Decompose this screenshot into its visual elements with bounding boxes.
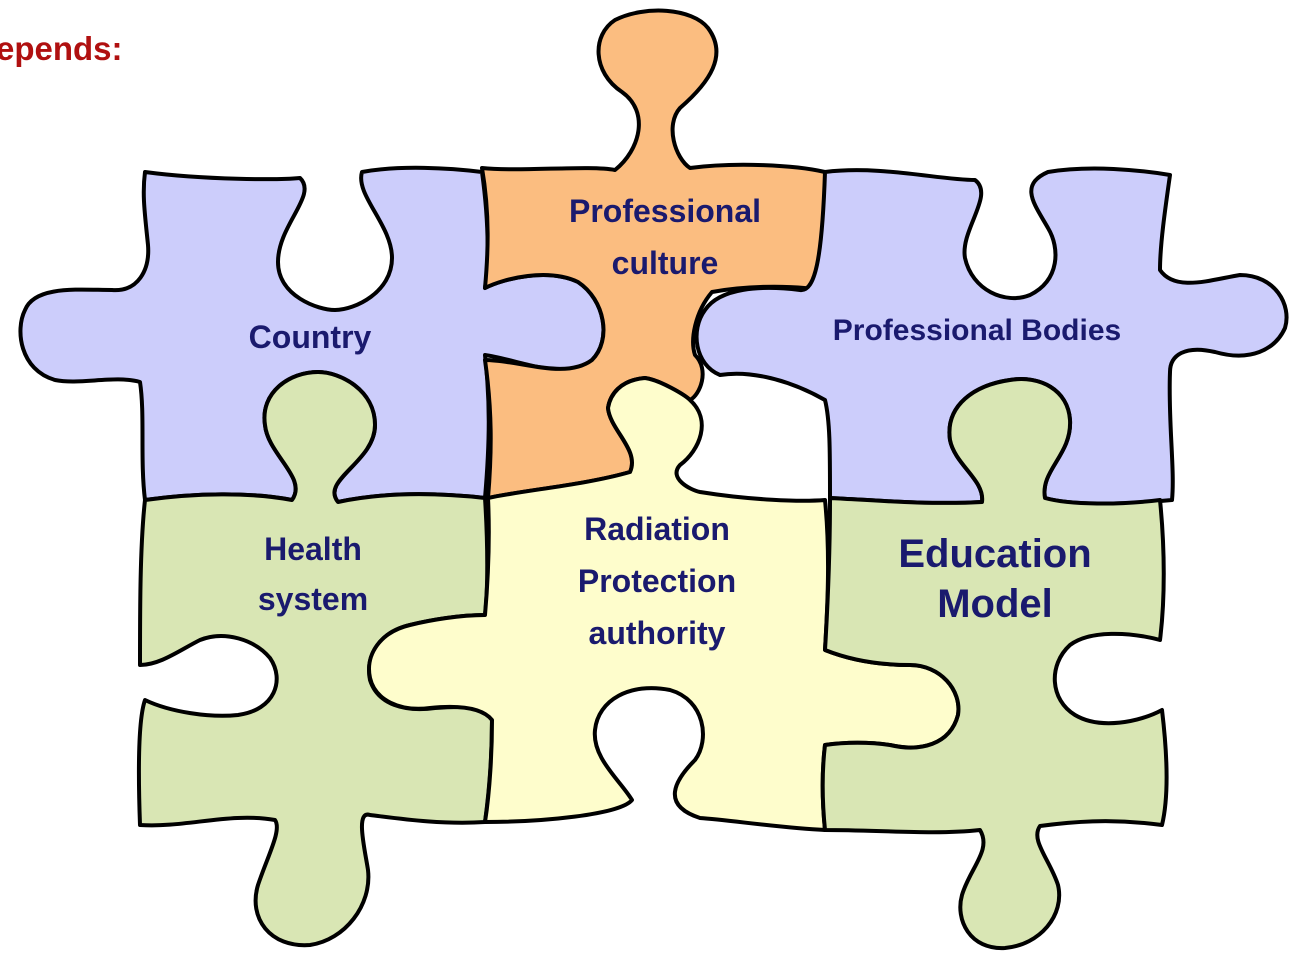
piece-label-line: authority [589, 615, 726, 651]
piece-professional-bodies: Professional Bodies [694, 166, 1289, 506]
heading-text: epends: [0, 30, 123, 67]
piece-label-line: Health [264, 531, 362, 567]
piece-professional-bodies-label: Professional Bodies [833, 314, 1121, 347]
piece-country-label: Country [249, 319, 372, 355]
piece-health-system: Health system [136, 370, 494, 948]
piece-education-model-shape [820, 377, 1169, 951]
piece-label-line: system [258, 581, 368, 617]
piece-label-line: Professional Bodies [833, 314, 1121, 347]
piece-professional-culture: Professional culture [480, 8, 834, 500]
piece-professional-culture-label: Professional culture [569, 193, 761, 281]
piece-label-line: Education [898, 532, 1091, 576]
piece-professional-culture-shape [480, 8, 834, 500]
piece-label-line: Protection [578, 563, 736, 599]
piece-label-line: culture [612, 245, 719, 281]
piece-professional-bodies-shape [694, 166, 1289, 506]
piece-label-line: Radiation [584, 511, 730, 547]
piece-label-line: Professional [569, 193, 761, 229]
piece-label-line: Country [249, 319, 372, 355]
piece-health-system-label: Health system [258, 531, 368, 617]
piece-label-line: Model [937, 582, 1053, 626]
